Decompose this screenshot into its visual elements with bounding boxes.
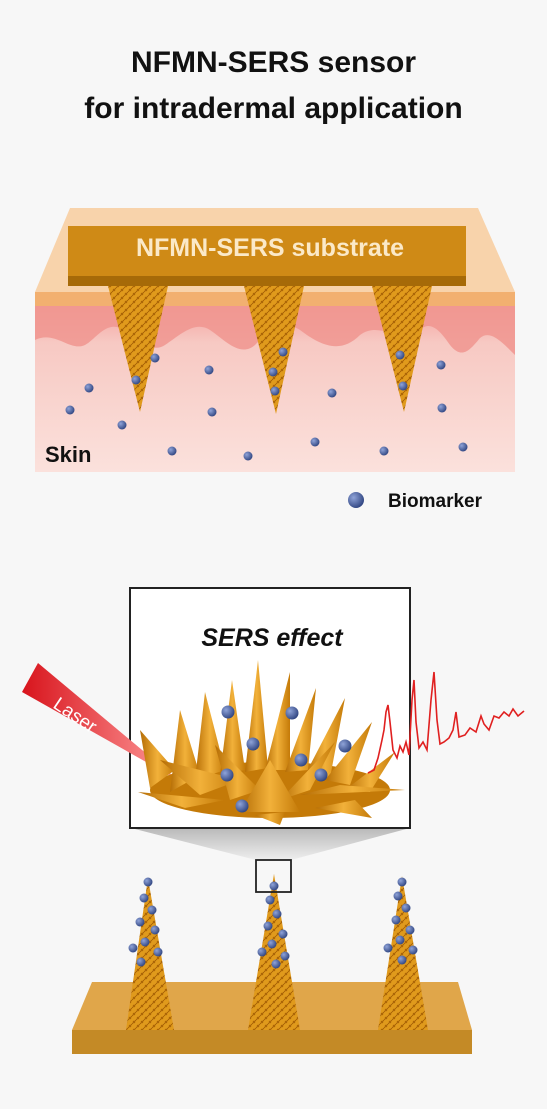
- biomarker: [327, 388, 337, 398]
- biomarker: [257, 947, 267, 957]
- biomarker: [338, 739, 352, 753]
- biomarker: [221, 705, 235, 719]
- zoom-marker-box: [255, 859, 292, 893]
- biomarker: [263, 921, 273, 931]
- zoom-title: SERS effect: [201, 624, 344, 652]
- spike: [315, 800, 372, 818]
- biomarker: [379, 446, 389, 456]
- biomarker: [397, 955, 407, 965]
- biomarker-dots-skin: [65, 347, 468, 461]
- biomarker: [278, 929, 288, 939]
- spike: [160, 760, 240, 795]
- biomarker: [393, 891, 403, 901]
- biomarker: [167, 446, 177, 456]
- title-line-2: for intradermal application: [84, 92, 463, 125]
- biomarker: [65, 405, 75, 415]
- skin-needle-3: [372, 286, 432, 412]
- biomarker: [395, 935, 405, 945]
- biomarker: [268, 367, 278, 377]
- biomarker: [270, 386, 280, 396]
- biomarker: [204, 365, 214, 375]
- substrate-bar-shade: [68, 276, 466, 286]
- biomarker: [405, 925, 415, 935]
- biomarker: [314, 768, 328, 782]
- skin-label: Skin: [45, 442, 91, 467]
- biomarker: [84, 383, 94, 393]
- biomarker: [401, 903, 411, 913]
- biomarker: [143, 877, 153, 887]
- needle-array: [72, 859, 472, 1054]
- substrate-label: NFMN-SERS substrate: [136, 234, 404, 262]
- biomarker: [294, 753, 308, 767]
- biomarker: [153, 947, 163, 957]
- biomarker: [220, 768, 234, 782]
- spike: [220, 680, 245, 775]
- biomarker: [436, 360, 446, 370]
- biomarker: [269, 881, 279, 891]
- biomarker: [397, 877, 407, 887]
- biomarker-dots-needles: [128, 877, 418, 969]
- biomarker: [395, 350, 405, 360]
- biomarker: [243, 451, 253, 461]
- biomarker: [136, 957, 146, 967]
- spike: [325, 722, 372, 785]
- spike: [280, 742, 335, 800]
- biomarker: [408, 945, 418, 955]
- biomarker: [391, 915, 401, 925]
- spike: [285, 688, 316, 772]
- legend-biomarker-label: Biomarker: [388, 491, 483, 512]
- skin-panel: NFMN-SERS substrate Skin: [35, 208, 515, 472]
- biomarker: [437, 403, 447, 413]
- biomarker: [140, 937, 150, 947]
- zoom-projection: [131, 828, 410, 860]
- spike: [140, 730, 175, 788]
- biomarker: [207, 407, 217, 417]
- nanoflower: [138, 660, 405, 825]
- biomarker: [285, 706, 299, 720]
- biomarker: [147, 905, 157, 915]
- biomarker: [265, 895, 275, 905]
- biomarker: [139, 893, 149, 903]
- needle-1: [126, 878, 174, 1030]
- biomarker: [150, 925, 160, 935]
- spike: [215, 745, 260, 800]
- spike: [195, 692, 225, 780]
- biomarker: [150, 353, 160, 363]
- biomarker: [135, 917, 145, 927]
- biomarker: [271, 959, 281, 969]
- legend: Biomarker: [348, 491, 483, 512]
- figure-title: NFMN-SERS sensor for intradermal applica…: [0, 40, 547, 132]
- needle-2: [248, 874, 300, 1030]
- spike: [240, 760, 300, 812]
- spike: [300, 785, 405, 795]
- title-line-1: NFMN-SERS sensor: [130, 46, 417, 79]
- biomarker: [278, 347, 288, 357]
- biomarker: [383, 943, 393, 953]
- needle-3: [378, 876, 428, 1030]
- biomarker: [128, 943, 138, 953]
- base-plate-front: [72, 1030, 472, 1054]
- spike: [265, 672, 290, 770]
- biomarker: [280, 951, 290, 961]
- laser-beam: [22, 663, 178, 780]
- spike: [255, 812, 285, 825]
- biomarker: [117, 420, 127, 430]
- raman-spectrum: [367, 671, 525, 774]
- spike: [138, 792, 225, 808]
- zoom-panel: SERS effect Laser: [22, 587, 525, 860]
- legend-biomarker-icon: [348, 492, 364, 508]
- biomarker: [246, 737, 260, 751]
- biomarker: [235, 799, 249, 813]
- biomarker-dots-flower: [220, 705, 352, 813]
- skin-needle-1: [108, 286, 168, 412]
- biomarker: [131, 375, 141, 385]
- biomarker: [458, 442, 468, 452]
- spike: [305, 698, 345, 778]
- skin-needle-2: [244, 286, 304, 414]
- biomarker: [272, 909, 282, 919]
- biomarker: [310, 437, 320, 447]
- biomarker: [398, 381, 408, 391]
- biomarker: [267, 939, 277, 949]
